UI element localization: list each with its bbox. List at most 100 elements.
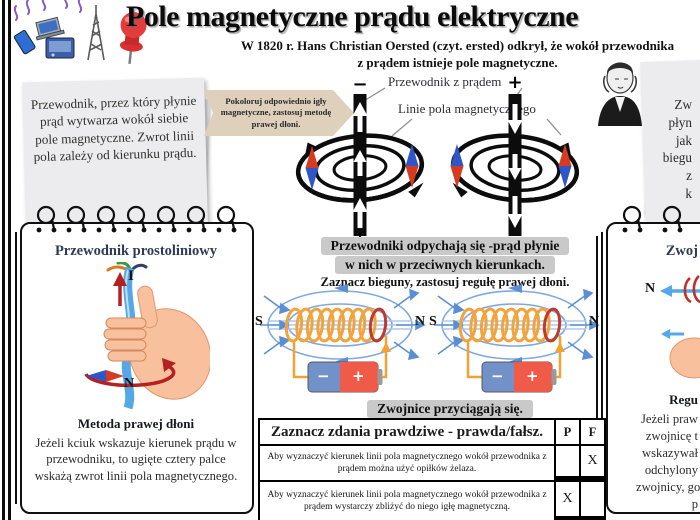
note-line: jak: [675, 132, 692, 148]
left-note-text: Przewodnik, przez który płynie prąd wytw…: [30, 92, 197, 165]
right-note-text-fragments: Zw płyn jak biegu z k: [634, 96, 692, 203]
method-text: Jeżeli kciuk wskazuje kierunek prądu w p…: [34, 436, 238, 483]
statement-text: Aby wyznaczyć kierunek linii pola magnet…: [260, 446, 554, 480]
field-lines-label: Linie pola magnetycznego: [398, 101, 536, 116]
answer-cell-f[interactable]: X: [581, 446, 604, 476]
text-line: Jeżeli praw: [641, 412, 698, 426]
intro-text: W 1820 r. Hans Christian Oersted (czyt. …: [215, 38, 700, 72]
callout-text: Pokoloruj odpowiednio igły magnetyczne, …: [220, 95, 332, 129]
oersted-portrait: [598, 62, 642, 126]
text-line: zwojnicę t: [645, 429, 698, 443]
current-direction-arrow: [555, 342, 565, 352]
table-header: Zaznacz zdania prawdziwe - prawda/fałsz.: [260, 420, 554, 444]
poles-instruction: Zaznacz bieguny, zastosuj regułę prawej …: [320, 275, 570, 289]
battery-icon: [481, 361, 557, 393]
current-label: I: [128, 268, 134, 284]
field-rotation-arrow: [84, 358, 176, 388]
right-method-title-fragment: Regu: [669, 392, 698, 407]
pole-label-n: N: [415, 314, 426, 329]
note-line: biegu: [662, 150, 692, 166]
battery-minus-sign: −: [317, 367, 330, 385]
radio-tower-icon: [87, 5, 105, 61]
method-title: Metoda prawej dłoni: [77, 416, 195, 431]
hand-fragment: [669, 337, 700, 379]
pole-label-s: S: [255, 314, 263, 329]
conductor-field-diagram-left: [295, 94, 425, 236]
left-notebook-title: Przewodnik prostoliniowy: [54, 243, 218, 259]
page-border-line: [2, 0, 5, 520]
note-line: Zw: [674, 97, 692, 112]
phone-icon: [13, 30, 36, 55]
current-arrows-up: [352, 102, 368, 228]
battery-minus-sign: −: [491, 367, 504, 385]
compass-needle[interactable]: [305, 146, 319, 190]
field-direction-arrow: [452, 182, 468, 198]
column-header-f: F: [581, 420, 604, 444]
repel-line-1: Przewodniki odpychają się -prąd płynie: [320, 237, 570, 255]
text-line: zwojnicy, go: [636, 480, 700, 494]
note-line: k: [685, 186, 692, 202]
page-border-line: [8, 0, 11, 520]
monitor-icon: [45, 37, 75, 59]
page-title: Pole magnetyczne prądu elektryczne: [126, 0, 579, 33]
right-notebook-title-fragment: Zwoj: [665, 243, 698, 259]
coil-fragment: [683, 275, 700, 304]
battery-icon: [307, 361, 383, 393]
intro-line-1: W 1820 r. Hans Christian Oersted (czyt. …: [240, 38, 675, 53]
current-arrow: [113, 272, 127, 306]
repel-line-2: w nich w przeciwnych kierunkach.: [335, 256, 555, 274]
conductor-label: Przewodnik z prądem: [388, 74, 502, 89]
current-arrows-down: [507, 104, 523, 228]
devices-clipart: [13, 0, 105, 61]
field-arrows: [434, 288, 600, 361]
compass-needle[interactable]: [86, 370, 124, 382]
field-arrows: [260, 288, 426, 361]
right-hand-rule-illustration: [84, 262, 210, 410]
battery-plus-sign: +: [352, 367, 365, 385]
spiral-binding-icon: [622, 205, 683, 233]
solenoid-diagram-left: [260, 284, 426, 393]
pole-label-n: N: [589, 314, 600, 329]
compass-needle[interactable]: [405, 144, 419, 188]
statement-text: Aby wyznaczyć kierunek linii pola magnet…: [260, 482, 554, 520]
current-direction-arrow: [381, 342, 391, 352]
answer-cell-p[interactable]: X: [556, 482, 579, 516]
instruction-callout: Pokoloruj odpowiednio igły magnetyczne, …: [204, 90, 354, 136]
radio-waves-icon: [13, 0, 83, 21]
north-label: N: [124, 376, 135, 391]
compass-needle[interactable]: [558, 144, 572, 188]
coil-loops: [284, 307, 388, 343]
right-notebook-text-fragments: Jeżeli praw zwojnicę t wskazywał odchylo…: [636, 411, 700, 513]
polarity-sign: +: [507, 72, 523, 93]
notebook-page-edge: [15, 232, 17, 504]
conductor-field-diagram-right: [450, 94, 580, 236]
pushpin-icon: [119, 12, 147, 64]
note-line: płyn: [668, 114, 692, 130]
pole-label-s: S: [429, 314, 437, 329]
solenoid-diagram-right: [434, 284, 600, 393]
repel-statement: Przewodniki odpychają się -prąd płynie w…: [295, 237, 595, 274]
answer-cell-f[interactable]: [581, 482, 604, 516]
battery-plus-sign: +: [526, 367, 539, 385]
spiral-binding-icon: [36, 205, 237, 233]
column-header-p: P: [556, 420, 579, 444]
polarity-sign: −: [352, 74, 368, 95]
laptop-icon: [35, 16, 65, 41]
text-line: p: [691, 497, 698, 511]
intro-line-2: z prądem istnieje pole magnetyczne.: [357, 54, 558, 70]
notebook-page-edge: [601, 232, 603, 508]
true-false-table: Zaznacz zdania prawdziwe - prawda/fałsz.…: [258, 418, 606, 520]
attract-text: Zwojnice przyciągają się.: [367, 400, 533, 418]
field-direction-arrow: [408, 182, 424, 198]
attract-statement: Zwojnice przyciągają się.: [355, 400, 545, 418]
coil-loops: [458, 307, 562, 343]
notebook-page-edge: [596, 236, 598, 508]
solenoid-rule-illustration-fragment: [660, 275, 700, 379]
north-label: N: [645, 281, 656, 296]
hand: [103, 285, 210, 400]
text-line: wskazywał: [642, 446, 698, 460]
note-line: z: [686, 168, 692, 184]
answer-cell-p[interactable]: [556, 446, 579, 476]
compass-needle[interactable]: [450, 144, 464, 188]
